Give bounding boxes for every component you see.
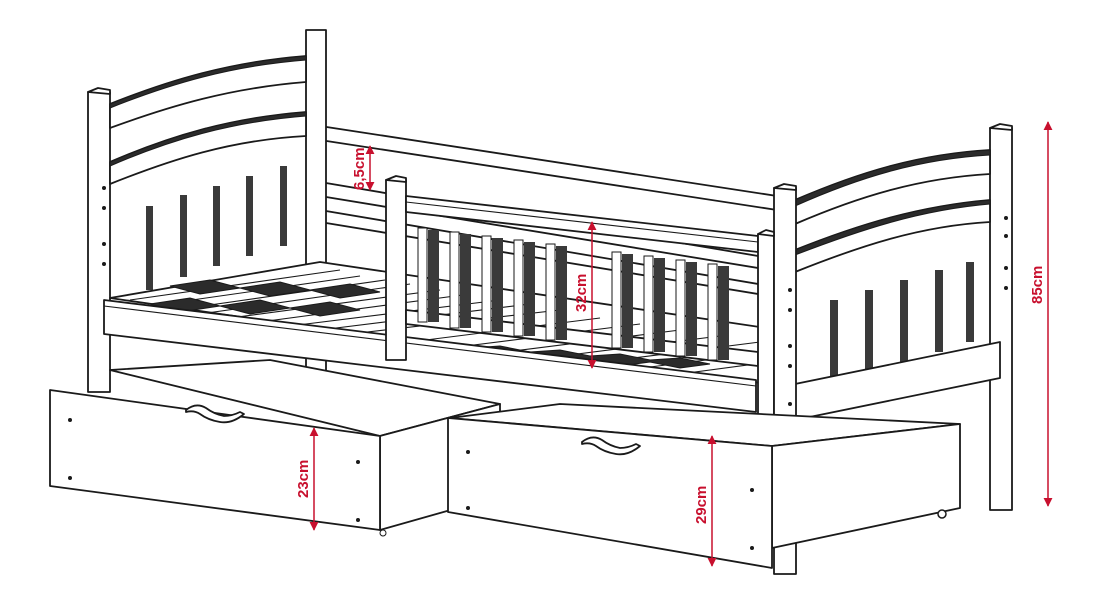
left-headboard (87, 29, 327, 393)
drawer-right-height-label: 29cm (693, 486, 710, 524)
rail-height-label: 6,5cm (351, 147, 368, 190)
right-headboard (794, 123, 1013, 511)
safety-barrier (385, 175, 759, 367)
dimension-barrier: 32cm (573, 221, 597, 369)
front-rail (103, 299, 757, 413)
dimension-rail: 6,5cm (351, 145, 375, 191)
total-height-label: 85cm (1029, 266, 1046, 304)
barrier-height-label: 32cm (573, 274, 590, 312)
dimension-drawer-left: 23cm (295, 427, 319, 531)
dimension-drawer-right: 29cm (693, 435, 717, 567)
drawer-left-height-label: 23cm (295, 460, 312, 498)
drawer-left (49, 359, 501, 537)
dimension-total: 85cm (1029, 121, 1053, 507)
drawer-right (447, 403, 961, 569)
